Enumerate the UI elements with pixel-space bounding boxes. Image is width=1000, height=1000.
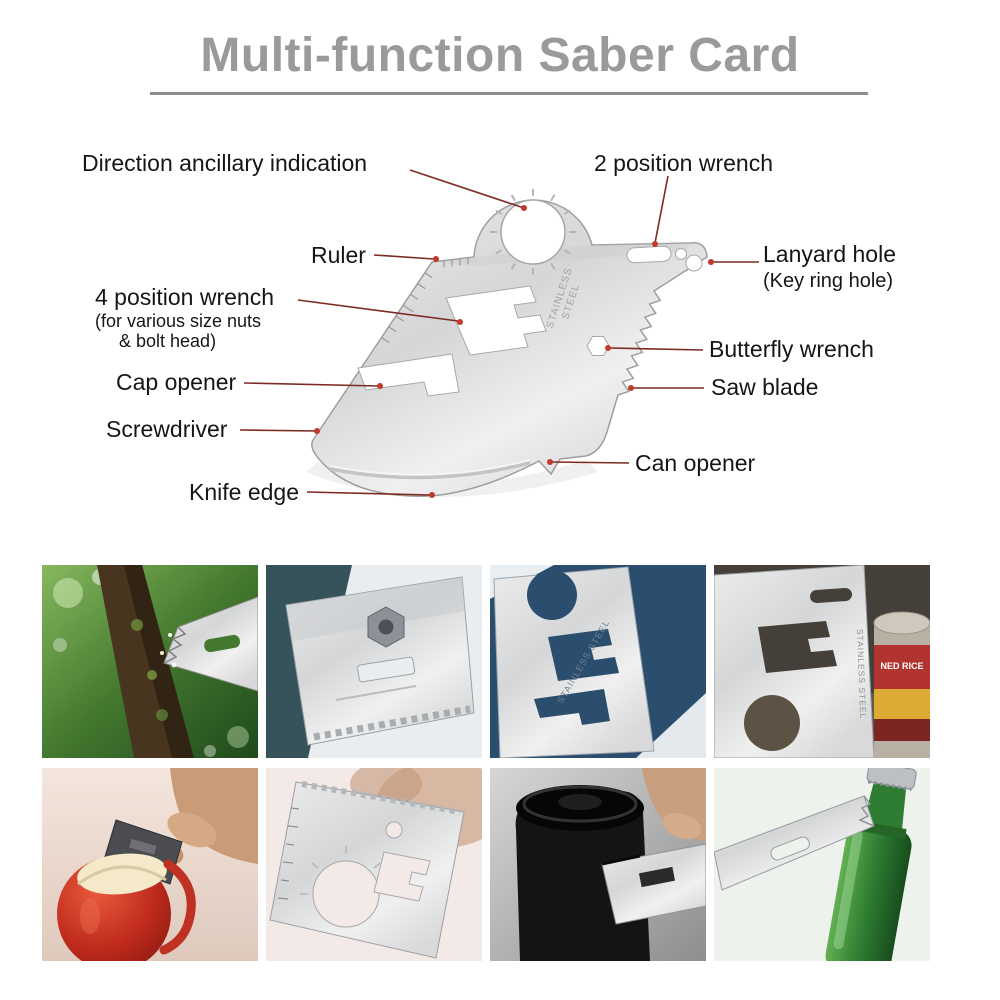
label-ruler: Ruler — [311, 242, 366, 268]
two-position-wrench-slot — [626, 245, 672, 264]
photo-peeling-apple — [42, 768, 258, 961]
sawing-branch-illustration — [42, 565, 258, 758]
butterfly-wrench-hole — [586, 336, 610, 356]
label-4-position-wrench: 4 position wrench (for various size nuts… — [95, 284, 274, 351]
label-2-position-wrench: 2 position wrench — [594, 150, 773, 176]
usage-photo-gallery: STAINLESS STEEL STAINLESS STEEL NED RICE — [42, 565, 930, 961]
photo-card-cutouts-navy: STAINLESS STEEL — [490, 565, 706, 758]
label-4-position-wrench-sub1: (for various size nuts — [95, 311, 262, 331]
title-divider — [150, 92, 868, 95]
photo-opening-bottle-cap — [714, 768, 930, 961]
photo-card-bolt-closeup — [266, 565, 482, 758]
beer-bottle — [825, 768, 917, 961]
direction-dial-rays — [490, 189, 576, 275]
label-saw-blade: Saw blade — [711, 374, 819, 400]
cap-opener-cutout — [357, 353, 460, 397]
apple-peel — [159, 859, 196, 955]
ruler-ticks — [381, 257, 469, 344]
card-cutouts-illustration: STAINLESS STEEL — [490, 565, 706, 758]
can-label-text: NED RICE — [880, 661, 923, 671]
leader-dots — [314, 205, 714, 498]
label-cap-opener: Cap opener — [116, 369, 237, 395]
card-can-illustration: STAINLESS STEEL NED RICE — [714, 565, 930, 758]
can-lid — [873, 611, 930, 635]
direction-dial-hole — [500, 199, 566, 265]
label-lanyard-hole-sub: (Key ring hole) — [763, 270, 894, 292]
bottle-cap — [866, 768, 917, 790]
card-bolt-illustration — [266, 565, 482, 758]
round-wrench-hole — [675, 248, 687, 260]
photo-card-with-canned-food: STAINLESS STEEL NED RICE — [714, 565, 930, 758]
label-4-position-wrench-sub2: & bolt head) — [119, 331, 217, 351]
knife-edge-bevel — [329, 459, 531, 480]
photo-opening-jar-lid — [490, 768, 706, 961]
label-lanyard-hole: Lanyard hole (Key ring hole) — [763, 241, 896, 295]
saw-teeth — [163, 626, 187, 664]
peeling-apple-illustration — [42, 768, 258, 961]
four-position-wrench-cutout — [445, 285, 547, 356]
hand — [170, 768, 258, 864]
label-can-opener: Can opener — [635, 450, 756, 476]
dial-hole — [312, 860, 380, 928]
card-top-bevel — [432, 243, 690, 266]
label-4-position-wrench-main: 4 position wrench — [95, 284, 274, 310]
saw-teeth-edge — [313, 705, 471, 741]
lanyard-hole — [685, 254, 703, 272]
card-engraving-text: STAINLESS STEEL — [855, 629, 868, 720]
label-knife-edge: Knife edge — [189, 479, 299, 505]
photo-sawing-branch — [42, 565, 258, 758]
label-lanyard-hole-main: Lanyard hole — [763, 241, 896, 267]
photo-card-ruler-closeup — [266, 768, 482, 961]
label-direction-indication: Direction ancillary indication — [82, 150, 368, 176]
label-butterfly-wrench: Butterfly wrench — [709, 336, 874, 362]
label-screwdriver: Screwdriver — [106, 416, 228, 442]
saber-card-illustration: STAINLESS STEEL — [239, 169, 759, 498]
page-title: Multi-function Saber Card — [200, 29, 800, 82]
card-ruler-illustration — [266, 768, 482, 961]
leader-lines — [239, 169, 759, 496]
ruler-ticks — [277, 807, 300, 900]
bottle-cap-illustration — [714, 768, 930, 961]
jar-lid-illustration — [490, 768, 706, 961]
peeled-flesh — [77, 853, 167, 895]
knife-edge-highlight — [329, 459, 531, 476]
